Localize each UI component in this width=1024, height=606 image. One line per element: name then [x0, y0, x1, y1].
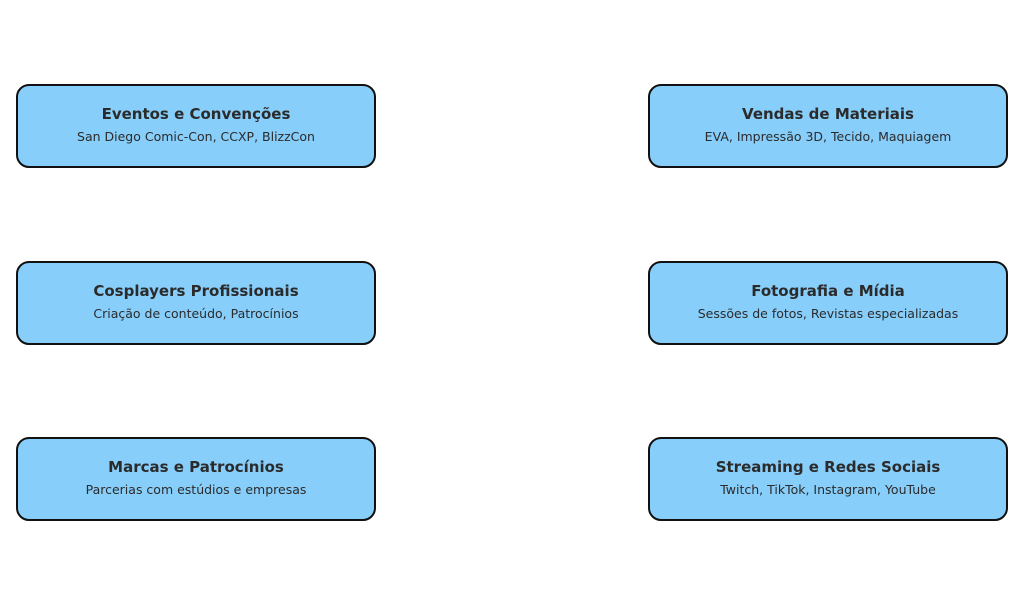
- node-marcas-patrocinios: Marcas e Patrocínios Parcerias com estúd…: [16, 437, 376, 521]
- node-subtitle: Sessões de fotos, Revistas especializada…: [697, 306, 959, 321]
- node-title: Streaming e Redes Sociais: [715, 458, 941, 476]
- node-subtitle: Parcerias com estúdios e empresas: [85, 482, 307, 497]
- node-cosplayers-profissionais: Cosplayers Profissionais Criação de cont…: [16, 261, 376, 345]
- node-vendas-materiais: Vendas de Materiais EVA, Impressão 3D, T…: [648, 84, 1008, 168]
- node-subtitle: San Diego Comic-Con, CCXP, BlizzCon: [77, 129, 315, 144]
- node-eventos-convencoes: Eventos e Convenções San Diego Comic-Con…: [16, 84, 376, 168]
- node-title: Cosplayers Profissionais: [93, 282, 299, 300]
- node-subtitle: Twitch, TikTok, Instagram, YouTube: [720, 482, 936, 497]
- node-streaming-redes-sociais: Streaming e Redes Sociais Twitch, TikTok…: [648, 437, 1008, 521]
- node-subtitle: Criação de conteúdo, Patrocínios: [93, 306, 299, 321]
- node-title: Vendas de Materiais: [742, 105, 914, 123]
- node-title: Eventos e Convenções: [101, 105, 291, 123]
- node-subtitle: EVA, Impressão 3D, Tecido, Maquiagem: [704, 129, 952, 144]
- node-title: Marcas e Patrocínios: [108, 458, 284, 476]
- node-title: Fotografia e Mídia: [751, 282, 905, 300]
- node-fotografia-midia: Fotografia e Mídia Sessões de fotos, Rev…: [648, 261, 1008, 345]
